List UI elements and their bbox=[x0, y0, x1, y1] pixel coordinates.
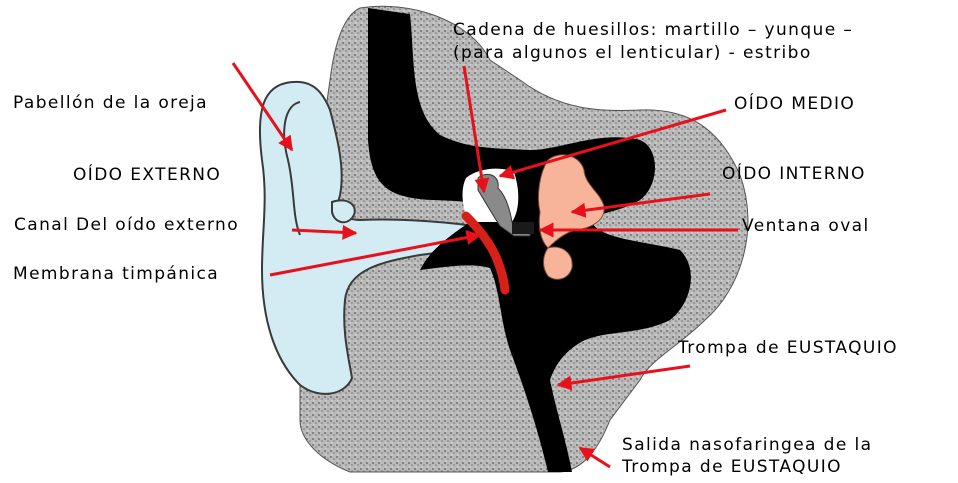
outer-ear-label: OÍDO EXTERNO bbox=[73, 165, 221, 185]
stapes bbox=[512, 222, 534, 234]
eustachian-tube-label: Trompa de EUSTAQUIO bbox=[678, 338, 898, 358]
pinna-label: Pabellón de la oreja bbox=[13, 93, 208, 113]
nasopharyngeal-label-line1: Salida nasofaringea de la bbox=[622, 435, 872, 455]
nasopharyngeal-label-line2: Trompa de EUSTAQUIO bbox=[622, 457, 842, 477]
inner-ear-label: OÍDO INTERNO bbox=[722, 164, 866, 184]
ear-canal-label: Canal Del oído externo bbox=[14, 215, 239, 235]
eardrum-label: Membrana timpánica bbox=[13, 264, 219, 284]
ossicles-label-line1: Cadena de huesillos: martillo – yunque – bbox=[453, 20, 853, 40]
middle-ear-label: OÍDO MEDIO bbox=[734, 94, 855, 114]
oval-window-label: Ventana oval bbox=[742, 216, 870, 236]
tragus bbox=[332, 200, 355, 222]
ossicles-label-line2: (para algunos el lenticular) - estribo bbox=[453, 43, 812, 63]
